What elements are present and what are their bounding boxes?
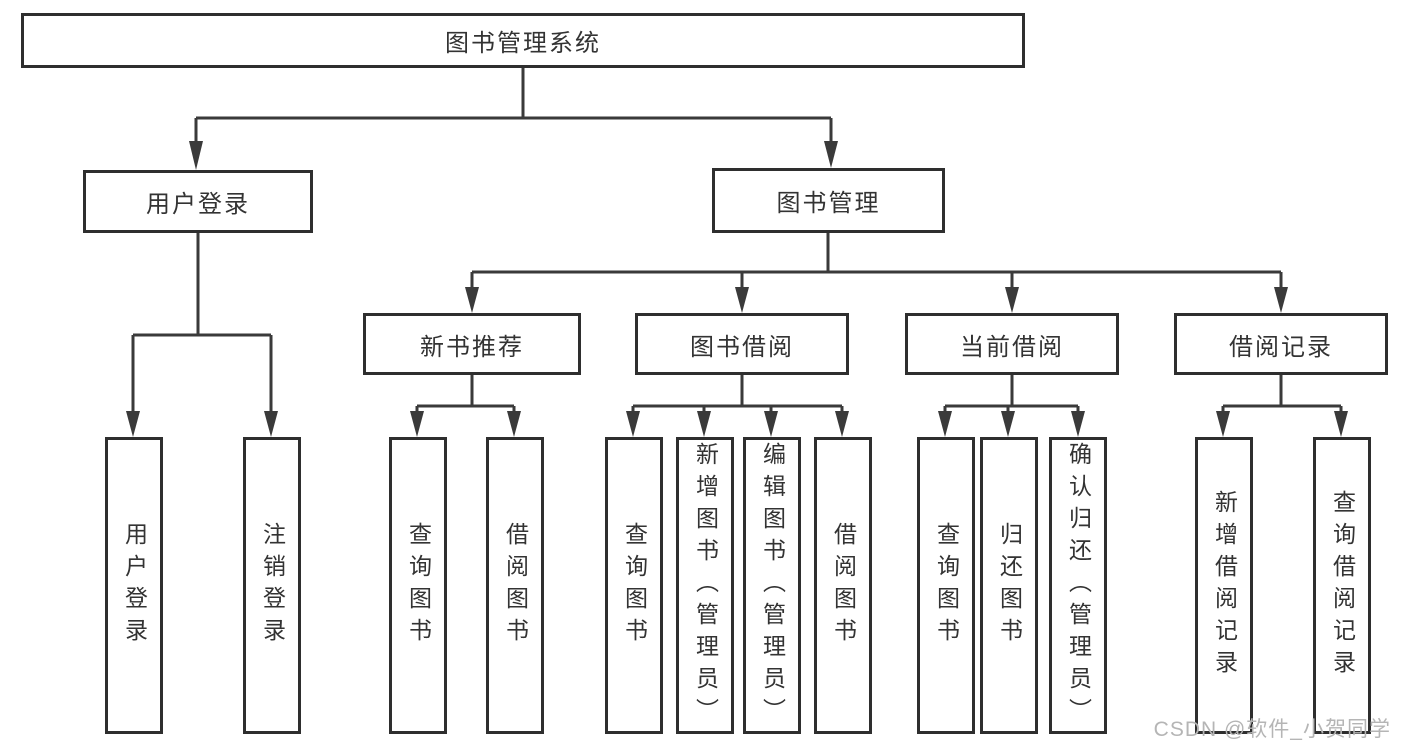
node-label: 新书推荐 xyxy=(420,333,524,361)
node-book-borrowing: 图书借阅 xyxy=(635,313,849,375)
leaf-return-book: 归还图书 xyxy=(980,437,1038,734)
leaf-query-book: 查询图书 xyxy=(917,437,975,734)
csdn-watermark: CSDN @软件_小贺同学 xyxy=(1153,718,1391,741)
node-borrowing-records: 借阅记录 xyxy=(1174,313,1388,375)
leaf-add-book-admin: 新增图书（管理员） xyxy=(676,437,734,734)
leaf-user-login: 用户登录 xyxy=(105,437,163,734)
leaf-label: 用户登录 xyxy=(121,521,148,650)
leaf-label: 新增借阅记录 xyxy=(1211,489,1238,682)
leaf-label: 借阅图书 xyxy=(830,521,857,650)
node-label: 图书管理 xyxy=(776,190,881,217)
node-book-management: 图书管理 xyxy=(712,168,945,233)
leaf-confirm-return-admin: 确认归还（管理员） xyxy=(1049,437,1107,734)
leaf-label: 编辑图书（管理员） xyxy=(759,441,786,730)
node-label: 图书管理系统 xyxy=(445,30,601,57)
leaf-borrow-book: 借阅图书 xyxy=(814,437,872,734)
leaf-label: 新增图书（管理员） xyxy=(692,441,719,730)
leaf-label: 查询图书 xyxy=(933,521,960,650)
leaf-label: 查询图书 xyxy=(621,521,648,650)
leaf-add-borrow-record: 新增借阅记录 xyxy=(1195,437,1253,734)
leaf-label: 归还图书 xyxy=(996,521,1023,650)
leaf-label: 查询借阅记录 xyxy=(1329,489,1356,682)
node-library-management-system: 图书管理系统 xyxy=(21,13,1025,68)
node-label: 借阅记录 xyxy=(1229,333,1333,361)
node-current-borrowing: 当前借阅 xyxy=(905,313,1119,375)
leaf-label: 借阅图书 xyxy=(502,521,529,650)
node-label: 用户登录 xyxy=(146,191,250,218)
leaf-label: 查询图书 xyxy=(405,521,432,650)
leaf-label: 确认归还（管理员） xyxy=(1065,441,1092,730)
leaf-logout: 注销登录 xyxy=(243,437,301,734)
leaf-query-book: 查询图书 xyxy=(605,437,663,734)
node-label: 图书借阅 xyxy=(690,333,794,361)
leaf-borrow-book: 借阅图书 xyxy=(486,437,544,734)
node-label: 当前借阅 xyxy=(960,333,1064,361)
leaf-label: 注销登录 xyxy=(259,521,286,650)
leaf-query-book: 查询图书 xyxy=(389,437,447,734)
node-user-login: 用户登录 xyxy=(83,170,313,233)
leaf-edit-book-admin: 编辑图书（管理员） xyxy=(743,437,801,734)
leaf-query-borrow-record: 查询借阅记录 xyxy=(1313,437,1371,734)
node-new-book-recommend: 新书推荐 xyxy=(363,313,581,375)
